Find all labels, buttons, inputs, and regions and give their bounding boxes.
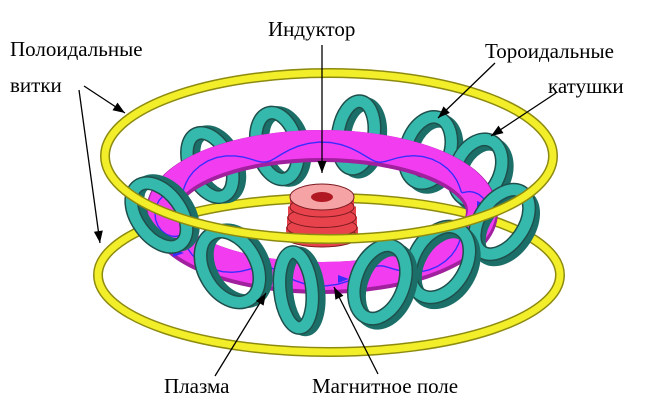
pointer-poloidal-bottom-head [93,230,103,243]
pointer-poloidal-top-head [112,102,125,113]
magnetic-field-line [154,141,490,287]
label-poloidal-coils-line2: витки [10,73,62,97]
toroidal-coil-front-5 [272,245,326,337]
toroidal-coil-front-1 [124,174,200,254]
pointer-plasma [214,292,267,377]
pointer-toroidal-1-head [438,106,450,118]
field-arrow-1 [338,275,349,283]
toroidal-coil-front-4 [403,219,481,310]
pointer-toroidal-2-head [491,125,504,136]
toroidal-coil-front-6 [346,238,418,330]
pointer-inductor-head [317,161,327,173]
label-inductor: Индуктор [268,17,356,41]
pointer-magnetic-field-head [334,287,344,300]
pointer-toroidal-1 [437,62,496,119]
poloidal-coil-top [101,69,557,243]
label-poloidal-coils-line1: Полоидальные [10,37,143,61]
pointer-poloidal-bottom [78,89,101,244]
label-toroidal-coils-line2: катушки [548,74,624,98]
inductor-bore [311,192,333,202]
pointer-toroidal-2 [490,92,557,137]
pointer-plasma-head [255,293,266,306]
label-magnetic-field: Магнитное поле [312,374,459,398]
label-plasma: Плазма [164,374,230,398]
label-toroidal-coils-line1: Тороидальные [485,39,614,63]
pointer-magnetic-field [333,286,379,375]
